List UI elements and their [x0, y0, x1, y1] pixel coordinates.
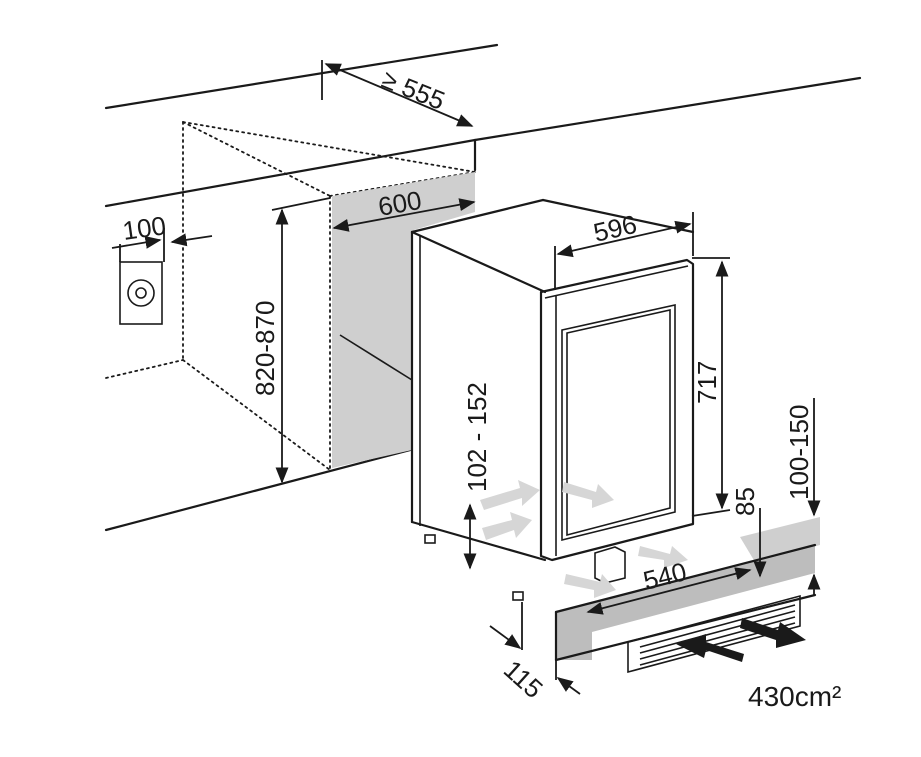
plinth-gap-label: 85 [730, 487, 760, 516]
dimension-lines [111, 60, 821, 695]
niche-outline [105, 121, 476, 471]
niche-back-wall [332, 172, 475, 468]
plinth-height-range-label: 100-150 [784, 405, 814, 500]
door-height-label: 717 [692, 361, 722, 404]
countertop-lines [104, 43, 862, 532]
niche-width-label: 600 [376, 185, 424, 222]
power-socket-icon [119, 261, 163, 325]
plinth-offset-label: 115 [498, 654, 549, 704]
dimension-labels: ≥ 555 600 100 820-870 596 717 102 - 152 … [121, 64, 842, 712]
ventilation-arrows [676, 618, 806, 662]
niche-depth-label: ≥ 555 [378, 64, 449, 116]
socket-offset-label: 100 [121, 210, 168, 246]
niche-height-label: 820-870 [250, 301, 280, 396]
wine-cabinet [410, 198, 695, 601]
plinth-range-label: 102 - 152 [462, 382, 492, 492]
ventilation-area-label: 430cm² [748, 681, 841, 712]
